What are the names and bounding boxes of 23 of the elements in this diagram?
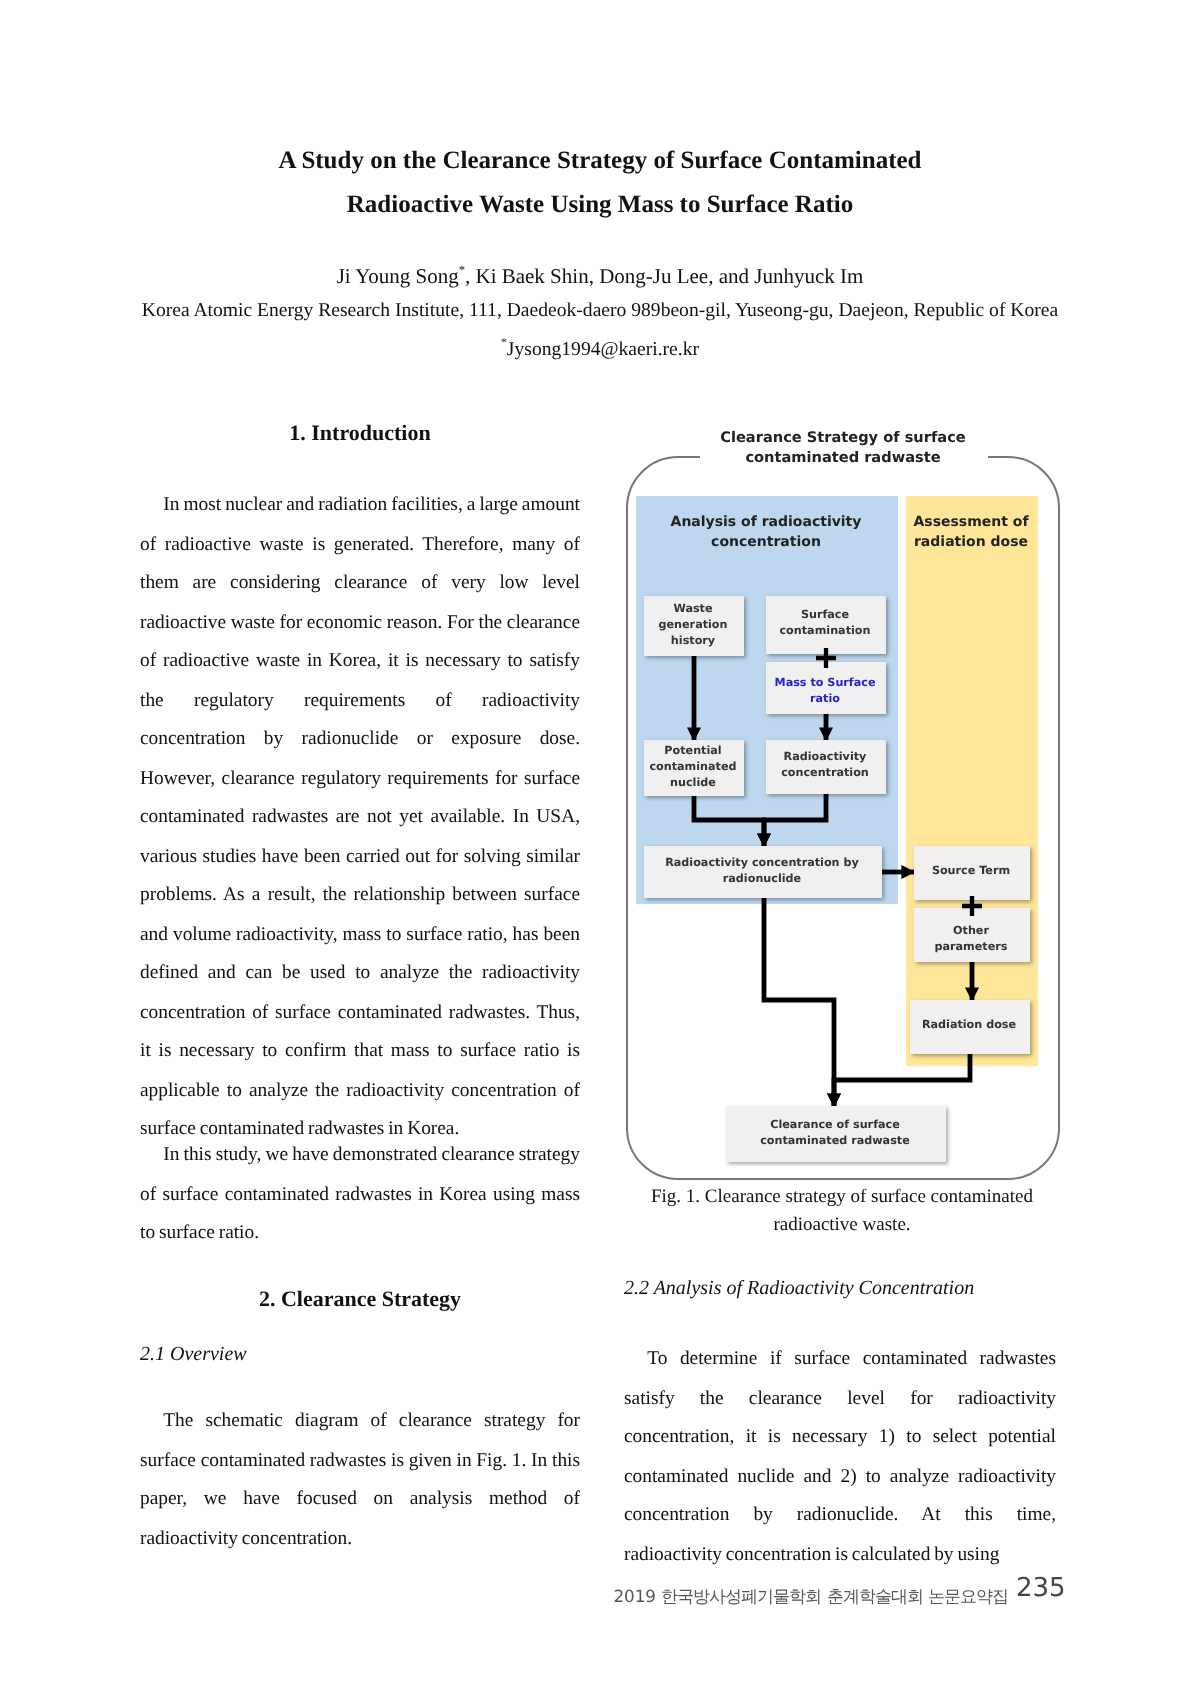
column-band <box>635 495 897 903</box>
body-paragraph: To determine if surface contaminated radwastes satisfy the clearance level for radioactivity concentration, it is necessary 1) to select potential contaminated nuclide and 2) to analyze radioactivity concentration by radionuclide. At this time, radioactivity concentration is calculated by using <box>624 1346 1056 1569</box>
section-heading: 2. Clearance Strategy <box>256 1286 464 1314</box>
page-number: 235 <box>1016 1574 1066 1606</box>
byline-text: $^{*}$Jysong1994@kaeri.re.kr <box>498 336 702 365</box>
arrow <box>687 656 701 742</box>
subsection-heading: 2.2 Analysis of Radioactivity Concentration <box>624 1276 977 1304</box>
arrow <box>965 962 979 1002</box>
arrow <box>757 794 829 848</box>
byline-text: Korea Atomic Energy Research Institute, 111, Daedeok-daero 989beon-gil, Yuseong-gu, Daejeon, Republic of Korea <box>139 298 1061 326</box>
arrow <box>882 865 916 879</box>
arrow <box>827 1054 973 1108</box>
footer-text: 2019 한국방사성폐기물학회 춘계학술대회 논문요약집 <box>613 1584 1008 1608</box>
body-paragraph: In most nuclear and radiation facilities, a large amount of radioactive waste is generated. Therefore, many of them are considering clearance of very low level radioactive waste for economic reason. For the clearance of radioactive waste in Korea, it is necessary to satisfy the regulatory requirements of radioactivity concentration by radionuclide or exposure dose. However, clearance regulatory requirements for surface contaminated radwastes are not yet available. In USA, various studies have been carried out for solving similar problems. As a result, the relationship between surface and volume radioactivity, mass to surface ratio, has been defined and can be used to analyze the radioactivity concentration of surface contaminated radwastes. Thus, it is necessary to confirm that mass to surface ratio is applicable to analyze the radioactivity concentration of surface contaminated radwastes in Korea. <box>140 492 580 1144</box>
paper-title: A Study on the Clearance Strategy of Surface Contaminated Radioactive Waste Using Mass to Surface Ratio <box>276 144 924 222</box>
section-heading: 1. Introduction <box>287 420 433 448</box>
byline-text: Ji Young Song$^{*}$, Ki Baek Shin, Dong-Ju Lee, and Junhyuck Im <box>334 262 866 293</box>
figure-caption: Fig. 1. Clearance strategy of surface contaminated radioactive waste. <box>649 1186 1035 1240</box>
body-paragraph: The schematic diagram of clearance strategy for surface contaminated radwastes is given in Fig. 1. In this paper, we have focused on analysis method of radioactivity concentration. <box>140 1408 580 1553</box>
arrow <box>819 714 833 742</box>
body-paragraph: In this study, we have demonstrated clearance strategy of surface contaminated radwastes in Korea using mass to surface ratio. <box>140 1142 580 1248</box>
subsection-heading: 2.1 Overview <box>140 1342 249 1370</box>
column-band <box>905 495 1037 1065</box>
